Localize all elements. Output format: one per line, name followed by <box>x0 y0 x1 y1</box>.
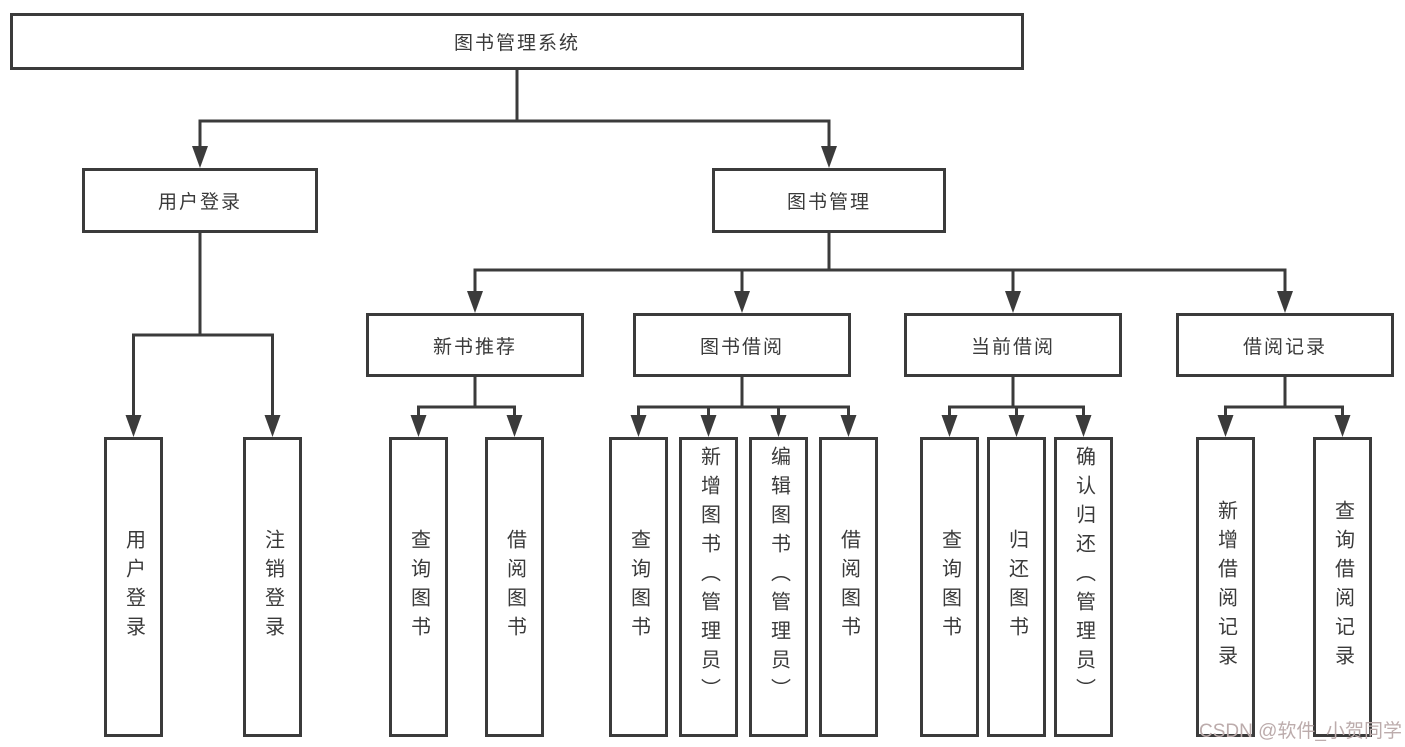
node-borrowing-records: 借阅记录 <box>1176 313 1394 377</box>
node-label: 借阅记录 <box>1242 336 1327 358</box>
leaf-user-login: 用户登录 <box>104 437 163 737</box>
leaf-add-borrow-record: 新增借阅记录 <box>1196 437 1255 737</box>
leaf-label: 注销登录 <box>261 529 284 645</box>
node-user-login: 用户登录 <box>82 168 318 233</box>
node-label: 新书推荐 <box>432 336 517 358</box>
node-label: 图书管理 <box>786 192 871 213</box>
node-book-management: 图书管理 <box>712 168 946 233</box>
leaf-edit-books-admin: 编辑图书（管理员） <box>749 437 808 737</box>
leaf-label: 用户登录 <box>122 529 145 645</box>
leaf-query-books-recommend: 查询图书 <box>389 437 448 737</box>
leaf-return-books: 归还图书 <box>987 437 1046 737</box>
leaf-label: 借阅图书 <box>503 529 526 645</box>
node-library-system: 图书管理系统 <box>10 13 1024 70</box>
leaf-label: 新增图书（管理员） <box>697 446 720 707</box>
node-label: 图书借阅 <box>699 336 784 358</box>
leaf-query-borrow-record: 查询借阅记录 <box>1313 437 1372 737</box>
leaf-label: 归还图书 <box>1005 529 1028 645</box>
node-new-book-recommend: 新书推荐 <box>366 313 584 377</box>
leaf-logout: 注销登录 <box>243 437 302 737</box>
leaf-borrow-books-borrowing: 借阅图书 <box>819 437 878 737</box>
node-label: 用户登录 <box>157 192 242 213</box>
leaf-add-books-admin: 新增图书（管理员） <box>679 437 738 737</box>
leaf-label: 借阅图书 <box>837 529 860 645</box>
node-current-borrowing: 当前借阅 <box>904 313 1122 377</box>
leaf-query-books-current: 查询图书 <box>920 437 979 737</box>
leaf-confirm-return-admin: 确认归还（管理员） <box>1054 437 1113 737</box>
watermark: CSDN @软件_小贺同学 <box>1199 721 1402 742</box>
leaf-label: 编辑图书（管理员） <box>767 446 790 707</box>
leaf-label: 查询图书 <box>407 529 430 645</box>
node-book-borrowing: 图书借阅 <box>633 313 851 377</box>
leaf-label: 查询借阅记录 <box>1331 500 1354 674</box>
node-label: 当前借阅 <box>970 336 1055 358</box>
leaf-label: 查询图书 <box>627 529 650 645</box>
leaf-label: 查询图书 <box>938 529 961 645</box>
leaf-label: 新增借阅记录 <box>1214 500 1237 674</box>
leaf-query-books-borrowing: 查询图书 <box>609 437 668 737</box>
leaf-label: 确认归还（管理员） <box>1072 446 1095 707</box>
leaf-borrow-books-recommend: 借阅图书 <box>485 437 544 737</box>
node-label: 图书管理系统 <box>453 33 580 54</box>
